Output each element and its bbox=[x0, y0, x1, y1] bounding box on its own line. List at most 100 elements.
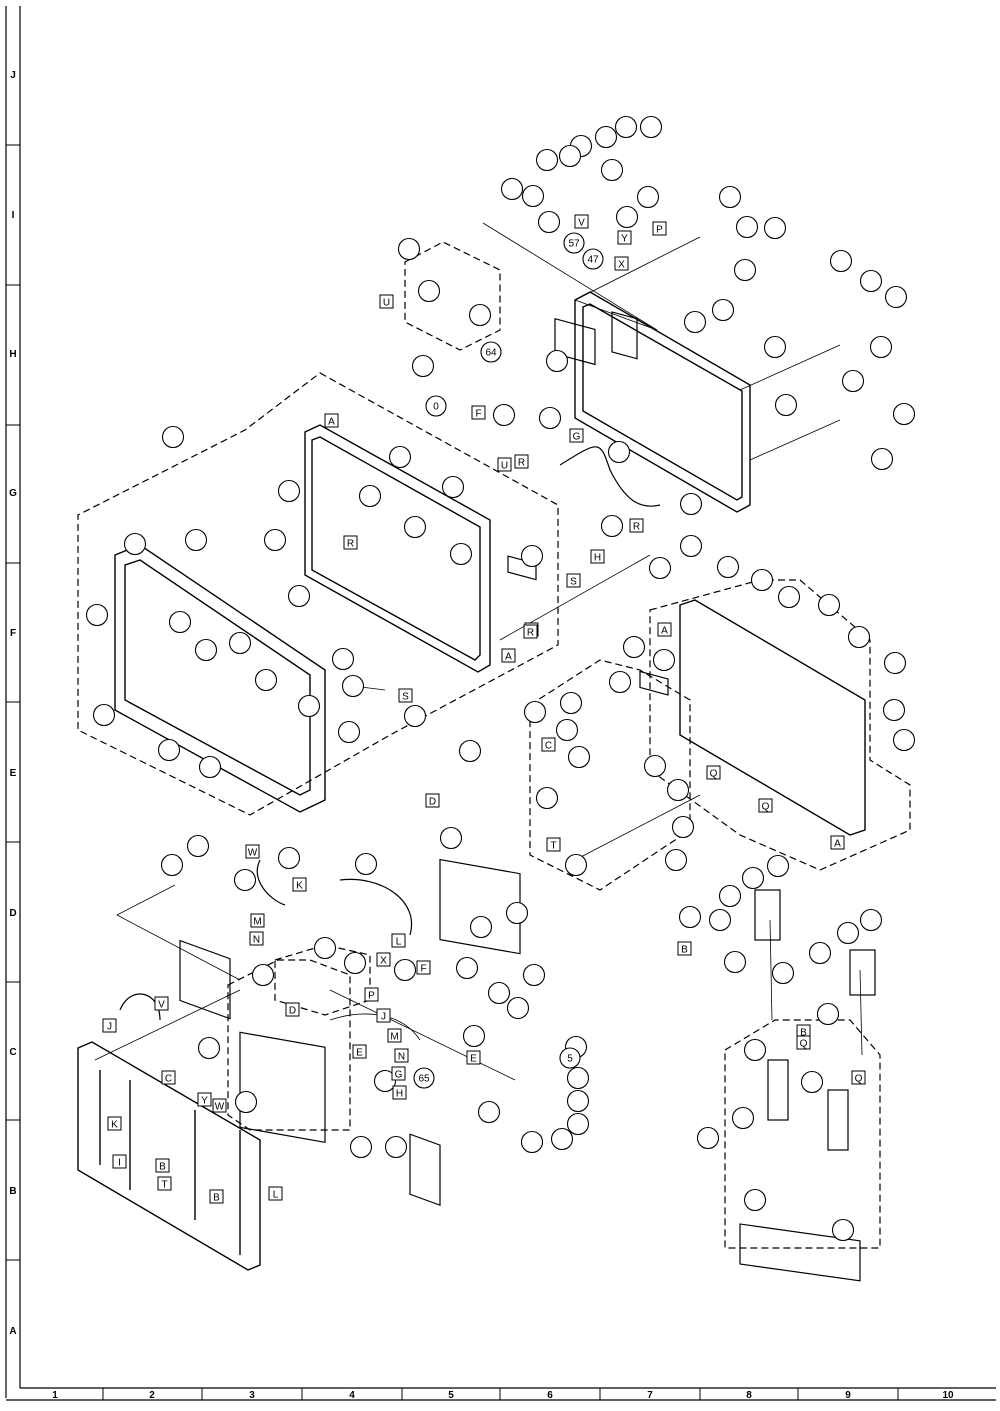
part-number-circle bbox=[277, 846, 301, 870]
connector-callout: I bbox=[112, 1154, 127, 1169]
front-cabinet-group bbox=[77, 372, 559, 816]
part-number-circle bbox=[600, 158, 624, 182]
callout-box bbox=[425, 793, 440, 808]
callout-box bbox=[652, 221, 667, 236]
callout-box bbox=[677, 941, 692, 956]
part-number-circle bbox=[85, 603, 109, 627]
callout-letter: L bbox=[396, 937, 402, 948]
callout-box bbox=[209, 1189, 224, 1204]
stand-base bbox=[739, 1223, 861, 1282]
part-number-circle bbox=[711, 298, 735, 322]
callout-box bbox=[394, 1048, 409, 1063]
part-number-circle bbox=[558, 144, 582, 168]
part-number-circle bbox=[492, 403, 516, 427]
connector-callout: S bbox=[566, 573, 581, 588]
part-number-circle bbox=[763, 335, 787, 359]
connector-callout: V bbox=[154, 996, 169, 1011]
main-chassis-back bbox=[679, 599, 866, 836]
callout-box bbox=[245, 844, 260, 859]
part-number-circle bbox=[718, 884, 742, 908]
part-number-circle bbox=[750, 568, 774, 592]
connector-callout: G bbox=[569, 428, 584, 443]
callout-box bbox=[614, 256, 629, 271]
part-number-circle bbox=[716, 555, 740, 579]
callout-box bbox=[268, 1186, 283, 1201]
part-number-circle bbox=[500, 177, 524, 201]
connector-callout: Y bbox=[617, 230, 632, 245]
part-number-circle bbox=[883, 651, 907, 675]
callout-letter: P bbox=[656, 225, 663, 236]
callout-letter: I bbox=[118, 1158, 121, 1169]
part-number-circle bbox=[622, 635, 646, 659]
part-number-circle bbox=[439, 826, 463, 850]
part-number-circle bbox=[186, 834, 210, 858]
callout-letter: X bbox=[380, 956, 387, 967]
part-number-circle bbox=[522, 963, 546, 987]
callout-box bbox=[566, 573, 581, 588]
col-label: 9 bbox=[845, 1390, 851, 1401]
connector-callout: P bbox=[364, 987, 379, 1002]
callout-letter: C bbox=[165, 1074, 172, 1085]
col-label: 2 bbox=[149, 1390, 155, 1401]
part-number-circle bbox=[771, 961, 795, 985]
callout-letter: H bbox=[594, 553, 601, 564]
numbered-callout: 0 bbox=[425, 395, 447, 417]
part-number-circle bbox=[870, 447, 894, 471]
callout-letter: B bbox=[681, 945, 688, 956]
part-number-circle bbox=[354, 852, 378, 876]
part-number-circle bbox=[277, 479, 301, 503]
connector-callout: A bbox=[830, 835, 845, 850]
callout-letter: J bbox=[107, 1022, 112, 1033]
numbered-callout: 65 bbox=[413, 1067, 435, 1089]
part-number-circle bbox=[550, 1127, 574, 1151]
row-label: A bbox=[9, 1326, 16, 1337]
part-number-circle bbox=[337, 720, 361, 744]
callout-box bbox=[796, 1035, 811, 1050]
part-number-circle bbox=[766, 854, 790, 878]
part-number-circle bbox=[161, 425, 185, 449]
part-number-circle bbox=[228, 631, 252, 655]
callout-box bbox=[501, 648, 516, 663]
part-number-circle bbox=[841, 369, 865, 393]
part-number-circle bbox=[194, 638, 218, 662]
callout-box bbox=[541, 737, 556, 752]
part-number-circle bbox=[251, 963, 275, 987]
part-number-circle bbox=[648, 556, 672, 580]
callout-box bbox=[292, 877, 307, 892]
connector-callout: Q bbox=[796, 1035, 811, 1050]
part-number-circle bbox=[393, 958, 417, 982]
part-number-circle bbox=[607, 440, 631, 464]
callout-box bbox=[514, 454, 529, 469]
connector-callout: B bbox=[677, 941, 692, 956]
part-number-circle bbox=[123, 532, 147, 556]
callout-box bbox=[102, 1018, 117, 1033]
part-number-circle bbox=[397, 237, 421, 261]
connector-callout: C bbox=[161, 1070, 176, 1085]
callout-box bbox=[387, 1028, 402, 1043]
part-number-circle bbox=[671, 815, 695, 839]
callout-box bbox=[398, 688, 413, 703]
part-number-circle bbox=[600, 514, 624, 538]
part-number-circle bbox=[313, 936, 337, 960]
col-label: 3 bbox=[249, 1390, 255, 1401]
part-number-circle bbox=[403, 704, 427, 728]
part-number-circle bbox=[652, 648, 676, 672]
connector-callout: G bbox=[391, 1066, 406, 1081]
connector-callout: X bbox=[376, 952, 391, 967]
numbered-callout-circle bbox=[413, 1067, 435, 1089]
callout-box bbox=[379, 294, 394, 309]
grid-labels: J I H G F E D C B A 1 2 3 4 5 6 7 8 9 10 bbox=[9, 70, 954, 1401]
part-number-circle bbox=[449, 542, 473, 566]
hinge-bracket-right bbox=[849, 949, 876, 996]
callout-box bbox=[212, 1098, 227, 1113]
part-number-circle bbox=[723, 950, 747, 974]
col-label: 1 bbox=[52, 1390, 58, 1401]
callout-box bbox=[376, 1008, 391, 1023]
connector-callout: E bbox=[466, 1050, 481, 1065]
numbered-callout-label: 0 bbox=[433, 402, 439, 413]
callout-letter: D bbox=[289, 1006, 296, 1017]
callout-box bbox=[830, 835, 845, 850]
part-number-circle bbox=[808, 941, 832, 965]
